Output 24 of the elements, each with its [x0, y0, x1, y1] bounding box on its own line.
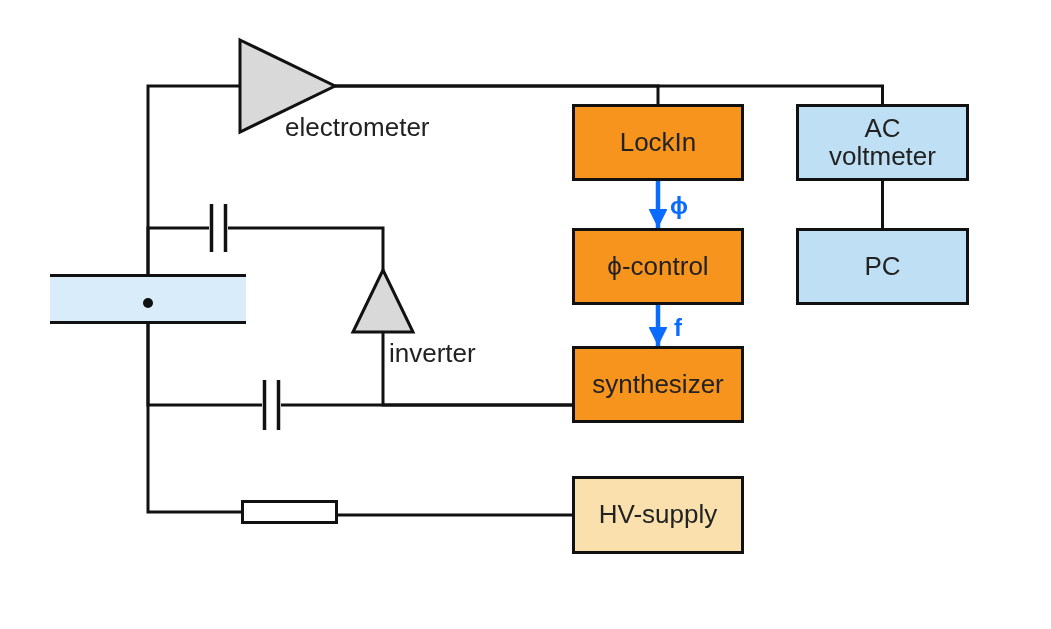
component-label: electrometer — [285, 112, 430, 143]
computer-box — [796, 228, 969, 305]
synthesizer-box — [572, 346, 744, 423]
wire — [146, 226, 209, 274]
wire — [228, 226, 385, 270]
wire — [281, 403, 572, 407]
box-label: LockIn — [619, 128, 697, 157]
box-label: HV-supply — [598, 501, 718, 529]
wire — [881, 181, 884, 228]
box-label: AC voltmeter — [828, 115, 937, 170]
component-label: inverter — [389, 338, 476, 369]
wire — [335, 84, 884, 104]
box-label: ϕ-control — [607, 252, 709, 281]
wire — [338, 513, 572, 517]
instrument-box — [796, 104, 969, 181]
arrow — [648, 181, 668, 228]
control-box — [572, 228, 744, 305]
box-label: PC — [864, 252, 901, 281]
supply-box — [572, 476, 744, 554]
lock-in-box — [572, 104, 744, 181]
wire — [146, 324, 241, 514]
box-label: synthesizer — [592, 370, 724, 399]
edge-label: ϕ — [670, 194, 688, 218]
arrow — [648, 305, 668, 346]
